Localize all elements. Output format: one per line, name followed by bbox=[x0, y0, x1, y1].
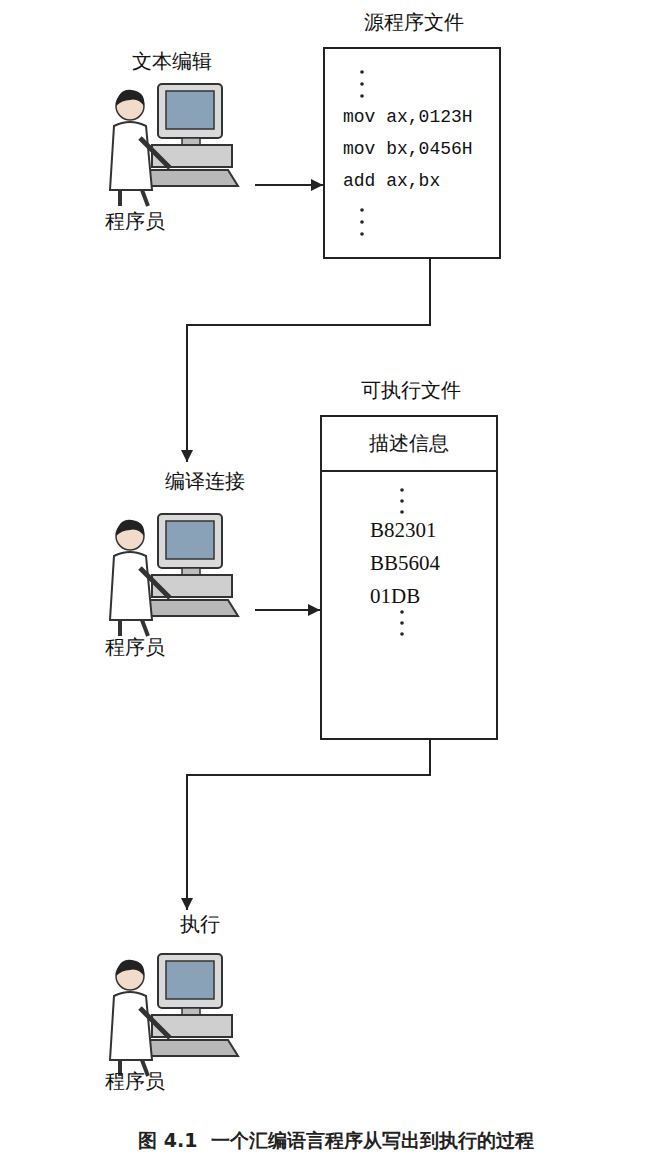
role-label: 程序员 bbox=[95, 1070, 175, 1093]
programmer-group: 文本编辑程序员 bbox=[95, 50, 255, 240]
machine-code: B82301 bbox=[370, 518, 490, 542]
file-title: 可执行文件 bbox=[302, 379, 520, 402]
programmer-icon bbox=[100, 78, 245, 208]
programmer-group: 执行程序员 bbox=[95, 910, 255, 1095]
role-label: 程序员 bbox=[95, 636, 175, 659]
programmer-group: 编译连接程序员 bbox=[95, 462, 255, 667]
machine-code: 01DB bbox=[370, 584, 490, 608]
machine-code: BB5604 bbox=[370, 551, 490, 575]
header-text: 描述信息 bbox=[322, 432, 496, 455]
file-box: 可执行文件B82301BB560401DB描述信息 bbox=[320, 415, 498, 740]
flow-arrow bbox=[255, 184, 323, 186]
figure-caption: 图 4.1 一个汇编语言程序从写出到执行的过程 bbox=[0, 1128, 672, 1154]
file-box: 源程序文件mov ax,0123Hmov bx,0456Hadd ax,bx bbox=[323, 47, 501, 259]
flow-arrow bbox=[255, 609, 320, 611]
code-line: mov ax,0123H bbox=[343, 107, 493, 128]
code-line: add ax,bx bbox=[343, 171, 493, 192]
flow-arrow bbox=[187, 740, 430, 910]
step-label: 文本编辑 bbox=[112, 50, 232, 73]
step-label: 执行 bbox=[155, 913, 245, 936]
role-label: 程序员 bbox=[95, 210, 175, 233]
programmer-icon bbox=[100, 948, 245, 1078]
programmer-icon bbox=[100, 508, 245, 638]
file-title: 源程序文件 bbox=[305, 11, 523, 34]
header-band: 描述信息 bbox=[322, 417, 496, 472]
code-line: mov bx,0456H bbox=[343, 139, 493, 160]
step-label: 编译连接 bbox=[145, 470, 265, 493]
